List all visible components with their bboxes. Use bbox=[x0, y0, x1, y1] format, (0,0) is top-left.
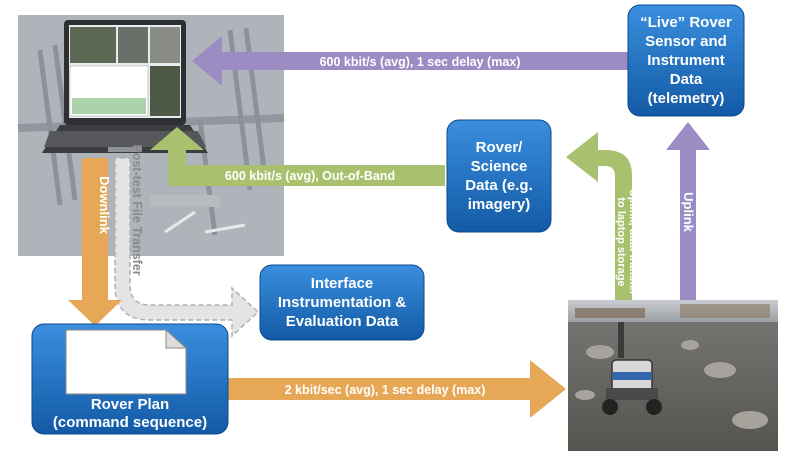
uplink-storage-label-2: to laptop storage bbox=[615, 197, 627, 286]
uplink-storage-arrow bbox=[566, 132, 632, 300]
downlink-arrow bbox=[68, 158, 122, 326]
rover-plan-label: Rover Plan (command sequence) bbox=[52, 396, 208, 431]
command-document-icon bbox=[65, 328, 188, 395]
telemetry-box-text: “Live” Rover Sensor and Instrument Data … bbox=[640, 14, 732, 107]
uplink-arrow bbox=[666, 122, 710, 300]
downlink-label: Downlink bbox=[97, 176, 112, 235]
science-data-box-text: Rover/ Science Data (e.g. imagery) bbox=[465, 139, 533, 213]
laptop-photo bbox=[42, 20, 208, 153]
telemetry-box bbox=[627, 4, 745, 117]
science-data-box bbox=[446, 119, 552, 233]
command-arrow bbox=[222, 360, 566, 418]
interface-data-box-label: Interface Instrumentation & Evaluation D… bbox=[260, 265, 424, 340]
uplink-storage-label-1: Uplink, data transfer bbox=[627, 189, 639, 296]
telemetry-arrow bbox=[192, 36, 645, 86]
science-data-box-label: Rover/ Science Data (e.g. imagery) bbox=[447, 120, 551, 232]
interface-data-box bbox=[259, 264, 425, 341]
telemetry-link-label: 600 kbit/s (avg), 1 sec delay (max) bbox=[320, 55, 521, 69]
telemetry-box-label: “Live” Rover Sensor and Instrument Data … bbox=[628, 5, 744, 116]
command-link-label: 2 kbit/sec (avg), 1 sec delay (max) bbox=[285, 383, 486, 397]
uplink-label: Uplink bbox=[681, 192, 696, 232]
post-test-label: Post-test File Transfer bbox=[130, 144, 144, 275]
science-arrow bbox=[150, 127, 445, 186]
post-test-arrow bbox=[114, 157, 260, 338]
interface-data-box-text: Interface Instrumentation & Evaluation D… bbox=[277, 275, 407, 330]
science-link-label: 600 kbit/s (avg), Out-of-Band bbox=[225, 169, 395, 183]
rover-field-photo bbox=[568, 300, 778, 451]
